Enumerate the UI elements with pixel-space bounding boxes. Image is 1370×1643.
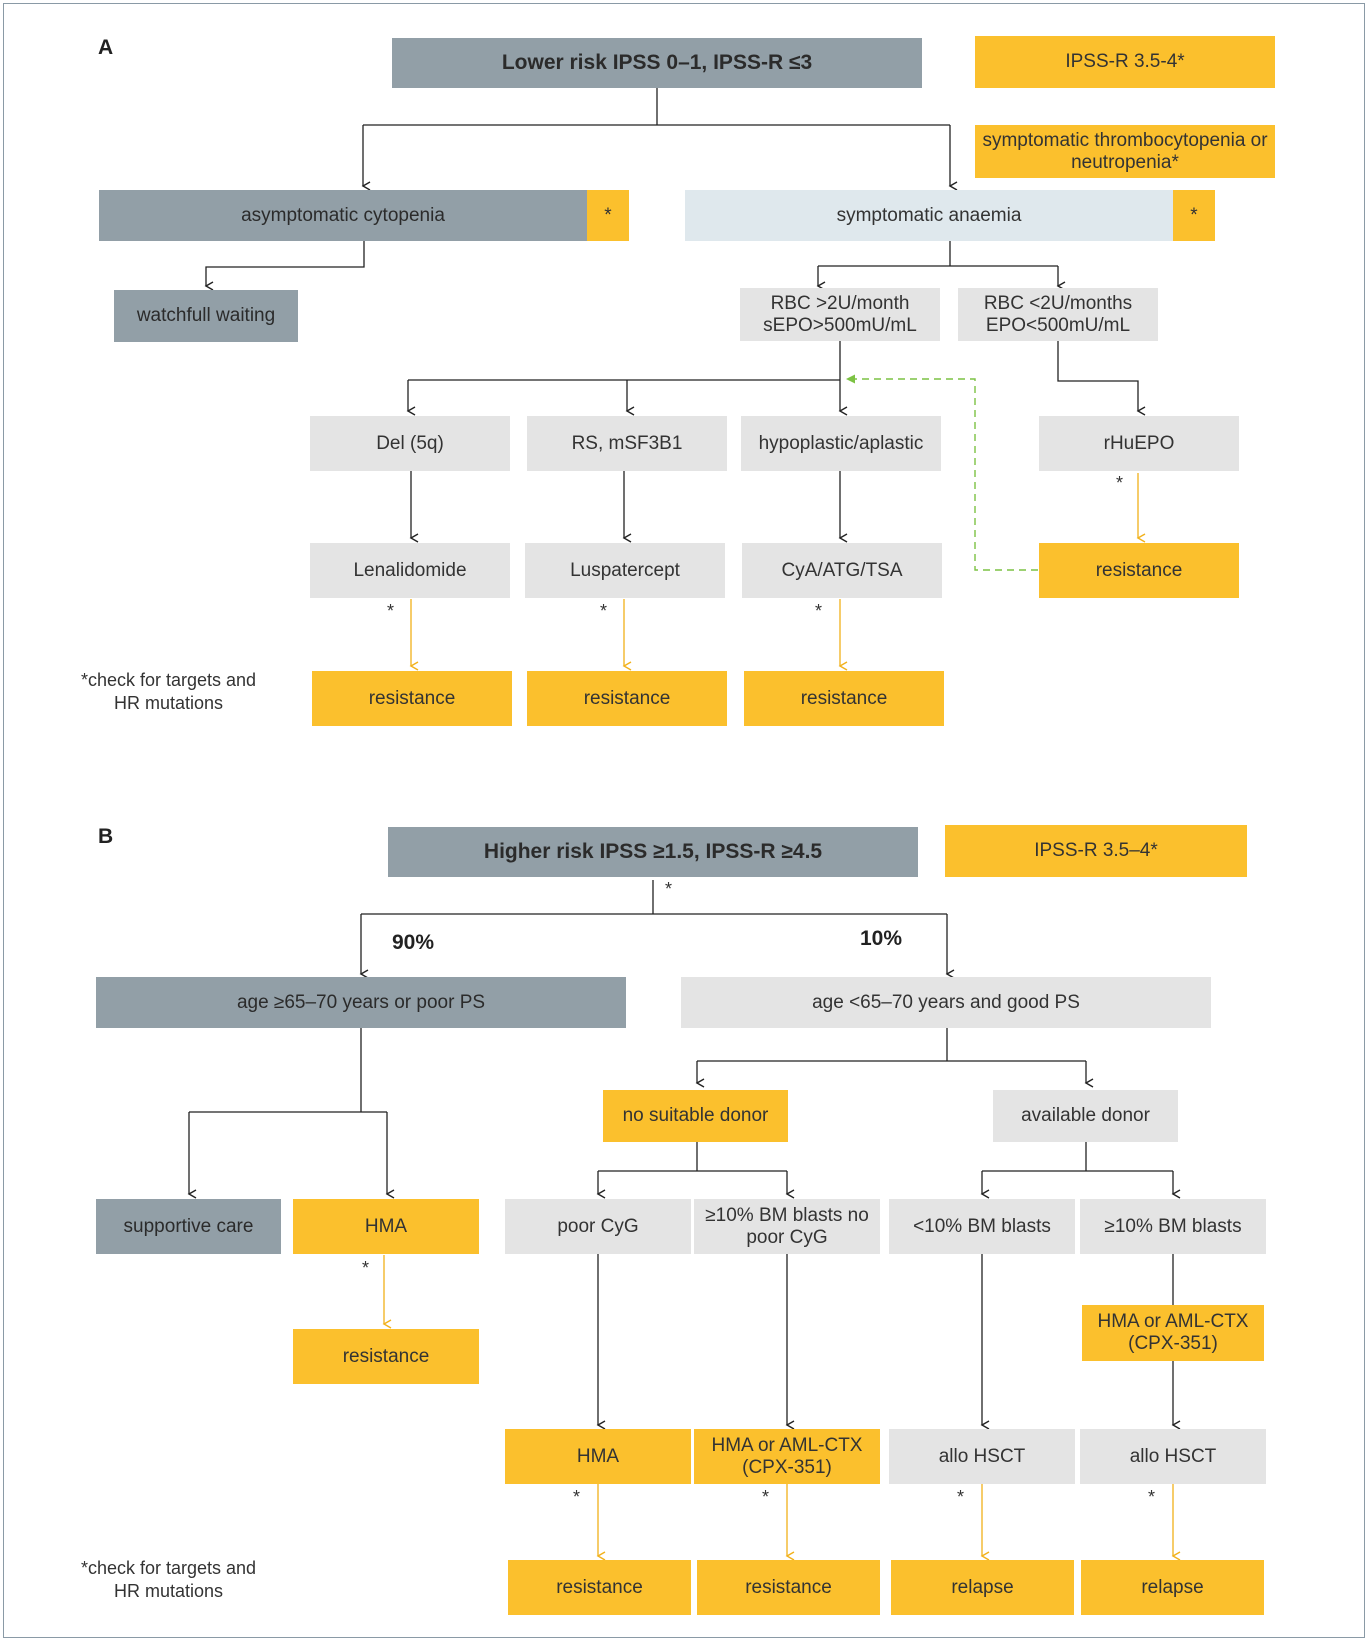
panel-label-b: B	[98, 825, 114, 848]
rbc-high-box: RBC >2U/month sEPO>500mU/mL	[740, 288, 940, 341]
footnote-b: *check for targets and HR mutations	[80, 1558, 257, 1601]
hma-aml-ctx-box-upper: HMA or AML-CTX (CPX-351)	[1082, 1305, 1264, 1361]
panel-label-a: A	[98, 36, 114, 59]
blasts-no-poor-cyg-box: ≥10% BM blasts no poor CyG	[694, 1199, 880, 1254]
allo-hsct-box-left: allo HSCT	[889, 1429, 1075, 1484]
hma-box-lower: HMA	[505, 1429, 691, 1484]
ipssr-note-b: IPSS-R 3.5–4*	[945, 825, 1247, 877]
pct-left: 90%	[392, 931, 435, 954]
footnote-a: *check for targets and HR mutations	[80, 670, 257, 713]
higher-risk-star: *	[665, 879, 673, 899]
lenalidomide-star: *	[387, 601, 395, 621]
watchful-waiting-box: watchfull waiting	[114, 290, 298, 342]
higher-risk-title: Higher risk IPSS ≥1.5, IPSS-R ≥4.5	[388, 827, 918, 877]
poor-cyg-box: poor CyG	[505, 1199, 691, 1254]
cya-resistance-box: resistance	[744, 671, 944, 726]
symptomatic-star-box: *	[1173, 190, 1215, 241]
hma-aml-ctx-box-lower: HMA or AML-CTX (CPX-351)	[694, 1429, 880, 1484]
supportive-care-box: supportive care	[96, 1199, 281, 1254]
hma-resistance-box: resistance	[293, 1329, 479, 1384]
lt10-blasts-box: <10% BM blasts	[889, 1199, 1075, 1254]
younger-good-ps-box: age <65–70 years and good PS	[681, 977, 1211, 1028]
luspatercept-box: Luspatercept	[525, 543, 725, 598]
rs-msf3b1-box: RS, mSF3B1	[527, 416, 727, 471]
allo-left-star: *	[957, 1487, 965, 1507]
cya-atg-tsa-box: CyA/ATG/TSA	[742, 543, 942, 598]
rhuepo-star: *	[1116, 473, 1124, 493]
allo-hsct-box-right: allo HSCT	[1080, 1429, 1266, 1484]
lenalidomide-resistance-box: resistance	[312, 671, 512, 726]
lenalidomide-box: Lenalidomide	[310, 543, 510, 598]
asymptomatic-cytopenia-box: asymptomatic cytopenia	[99, 190, 587, 241]
hma-star: *	[362, 1258, 370, 1278]
symptomatic-thrombocytopenia-note: symptomatic thrombocytopenia or neutrope…	[975, 125, 1275, 178]
del5q-box: Del (5q)	[310, 416, 510, 471]
symptomatic-anaemia-box: symptomatic anaemia	[685, 190, 1173, 241]
lower-risk-title: Lower risk IPSS 0–1, IPSS-R ≤3	[392, 38, 922, 88]
poor-cyg-resistance-box: resistance	[508, 1560, 691, 1615]
hma-lower-star: *	[573, 1487, 581, 1507]
hma-box: HMA	[293, 1199, 479, 1254]
luspatercept-star: *	[600, 601, 608, 621]
cya-star: *	[815, 601, 823, 621]
allo-left-relapse-box: relapse	[891, 1560, 1074, 1615]
allo-right-relapse-box: relapse	[1081, 1560, 1264, 1615]
rhuepo-box: rHuEPO	[1039, 416, 1239, 471]
ipssr-note-a: IPSS-R 3.5-4*	[975, 36, 1275, 88]
luspatercept-resistance-box: resistance	[527, 671, 727, 726]
hma-aml-star: *	[762, 1487, 770, 1507]
no-suitable-donor-box: no suitable donor	[603, 1090, 788, 1142]
ge10-blasts-box: ≥10% BM blasts	[1080, 1199, 1266, 1254]
available-donor-box: available donor	[993, 1090, 1178, 1142]
allo-right-star: *	[1148, 1487, 1156, 1507]
pct-right: 10%	[860, 927, 903, 950]
hypoplastic-aplastic-box: hypoplastic/aplastic	[741, 416, 941, 471]
figure-frame	[3, 3, 1365, 1638]
older-poor-ps-box: age ≥65–70 years or poor PS	[96, 977, 626, 1028]
asymptomatic-star-box: *	[587, 190, 629, 241]
rhuepo-resistance-box: resistance	[1039, 543, 1239, 598]
hma-aml-resistance-box: resistance	[697, 1560, 880, 1615]
rbc-low-box: RBC <2U/months EPO<500mU/mL	[958, 288, 1158, 341]
